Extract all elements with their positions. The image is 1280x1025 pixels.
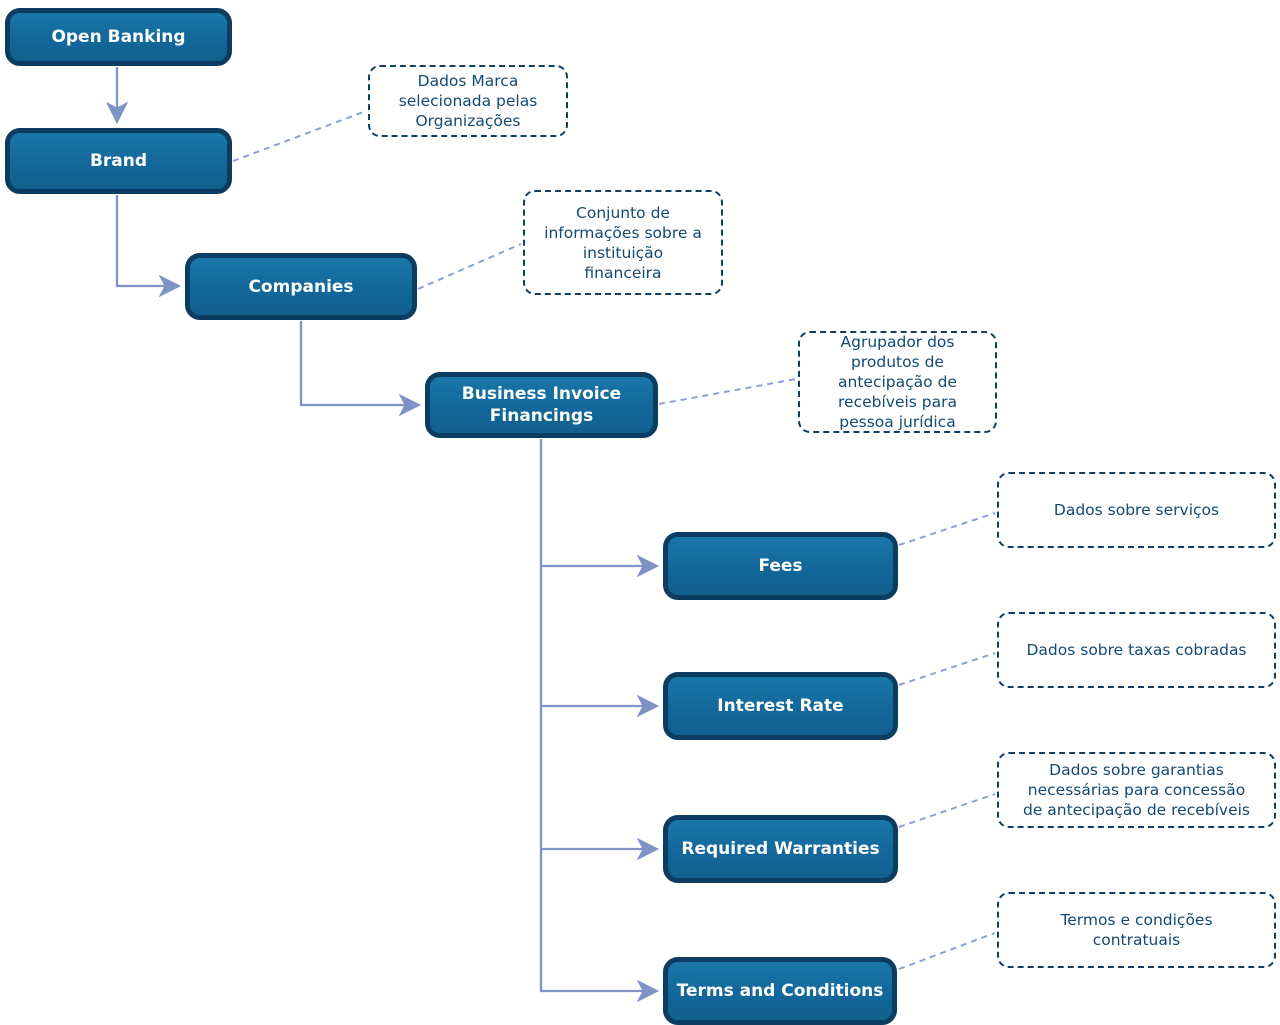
note-interest-rate-text: Dados sobre taxas cobradas: [1026, 641, 1247, 659]
node-companies: Companies: [185, 253, 417, 320]
node-terms-and-conditions-label: Terms and Conditions: [676, 981, 884, 1001]
note-business-invoice-financings-text: Agrupador dos produtos de antecipação de…: [838, 333, 957, 431]
note-terms-and-conditions: Termos e condições contratuais: [997, 892, 1276, 968]
node-terms-and-conditions: Terms and Conditions: [663, 957, 897, 1025]
node-interest-rate-label: Interest Rate: [717, 696, 844, 716]
note-fees: Dados sobre serviços: [997, 472, 1276, 548]
node-fees-label: Fees: [758, 556, 803, 576]
dashed-link-business-invoice-financings-note: [658, 378, 797, 405]
note-required-warranties-text: Dados sobre garantias necessárias para c…: [1023, 761, 1250, 819]
note-interest-rate: Dados sobre taxas cobradas: [997, 612, 1276, 688]
node-interest-rate: Interest Rate: [663, 672, 898, 740]
dashed-link-brand-note: [232, 110, 367, 162]
node-required-warranties-label: Required Warranties: [681, 839, 880, 859]
connector-companies-to-business-invoice-financings: [299, 321, 422, 417]
note-brand: Dados Marca selecionada pelas Organizaçõ…: [368, 65, 568, 137]
note-companies: Conjunto de informações sobre a institui…: [523, 190, 723, 295]
note-required-warranties: Dados sobre garantias necessárias para c…: [997, 752, 1276, 828]
note-terms-and-conditions-text: Termos e condições contratuais: [1060, 911, 1213, 949]
dashed-link-fees-note: [898, 512, 996, 546]
node-required-warranties: Required Warranties: [663, 815, 898, 883]
dashed-link-terms-and-conditions-note: [898, 932, 996, 970]
note-companies-text: Conjunto de informações sobre a institui…: [544, 203, 702, 282]
node-open-banking-label: Open Banking: [51, 27, 186, 47]
node-fees: Fees: [663, 532, 898, 600]
dashed-link-required-warranties-note: [898, 793, 996, 828]
note-business-invoice-financings: Agrupador dos produtos de antecipação de…: [798, 331, 997, 433]
node-open-banking: Open Banking: [5, 8, 232, 66]
node-brand: Brand: [5, 128, 232, 194]
connector-trunk-to-terms-and-conditions: [539, 439, 660, 1003]
node-brand-label: Brand: [89, 151, 148, 171]
node-business-invoice-financings-label: Business Invoice Financings: [461, 384, 622, 426]
node-business-invoice-financings: Business Invoice Financings: [425, 372, 658, 438]
dashed-link-interest-rate-note: [898, 652, 996, 686]
connector-brand-to-companies: [115, 195, 182, 298]
dashed-link-companies-note: [417, 243, 522, 290]
node-companies-label: Companies: [248, 276, 354, 297]
note-brand-text: Dados Marca selecionada pelas Organizaçõ…: [398, 72, 538, 130]
note-fees-text: Dados sobre serviços: [1053, 501, 1220, 519]
